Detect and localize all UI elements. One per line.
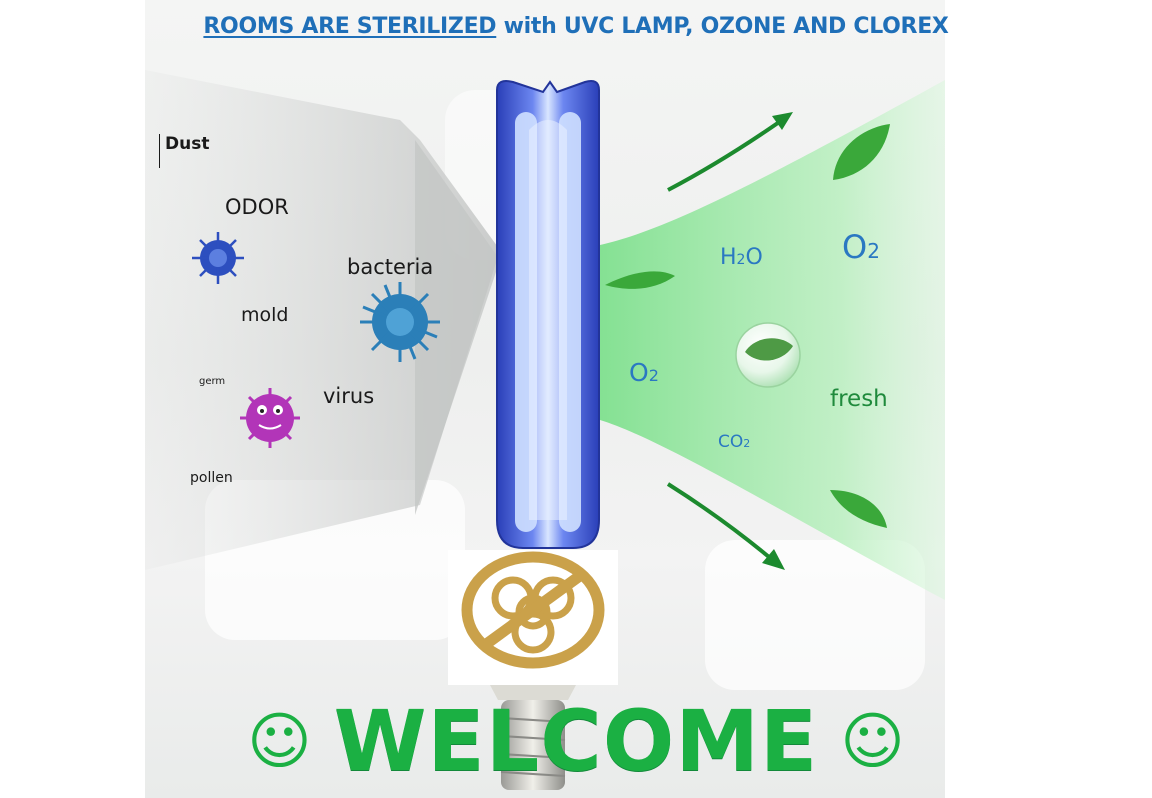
welcome-text: WELCOME bbox=[333, 692, 819, 790]
label-germ: germ bbox=[199, 376, 226, 387]
page-title: ROOMS ARE STERILIZED with UVC LAMP, OZON… bbox=[0, 14, 1152, 39]
arrow-icon bbox=[667, 116, 787, 192]
inflow-arrow-shape bbox=[145, 70, 500, 570]
title-underlined: ROOMS ARE STERILIZED bbox=[203, 14, 497, 39]
leaf-icon bbox=[605, 271, 675, 289]
inflow-arrowhead bbox=[415, 140, 500, 515]
arrow-icon bbox=[666, 482, 777, 564]
bubble-leaf-icon bbox=[745, 338, 793, 361]
label-h2o: H2O bbox=[720, 245, 763, 270]
leaf-icon bbox=[833, 124, 890, 180]
label-dust: Dust bbox=[159, 134, 210, 168]
label-mold: mold bbox=[241, 304, 289, 326]
smiley-left-icon: ☺ bbox=[247, 704, 312, 778]
label-virus: virus bbox=[323, 384, 375, 408]
virus-icon bbox=[192, 232, 244, 284]
dust-text: Dust bbox=[165, 134, 210, 154]
uvc-lamp-icon bbox=[496, 80, 600, 549]
label-odor: ODOR bbox=[225, 195, 289, 219]
illustration-canvas: Dust ODOR bacteria mold germ virus polle… bbox=[145, 0, 945, 798]
welcome-banner: ☺ WELCOME ☺ bbox=[0, 692, 1152, 790]
label-pollen: pollen bbox=[190, 470, 233, 486]
lamp-base-icon bbox=[490, 685, 576, 790]
dust-marker bbox=[159, 134, 160, 168]
illustration-graphic bbox=[145, 70, 945, 790]
bacteria-icon bbox=[360, 282, 440, 362]
label-fresh: fresh bbox=[830, 386, 888, 412]
label-o2-top: O2 bbox=[842, 228, 880, 266]
label-o2-mid: O2 bbox=[629, 358, 659, 387]
label-bacteria: bacteria bbox=[347, 255, 434, 279]
arrow-icon bbox=[762, 549, 785, 570]
leaf-icon bbox=[830, 490, 887, 528]
germ-monster-icon bbox=[240, 388, 300, 448]
label-co2: CO2 bbox=[718, 432, 751, 452]
smiley-right-icon: ☺ bbox=[840, 704, 905, 778]
title-rest: with UVC LAMP, OZONE AND CLOREX bbox=[496, 14, 949, 39]
arrow-icon bbox=[772, 112, 793, 130]
biohazard-prohibited-icon bbox=[461, 551, 605, 669]
